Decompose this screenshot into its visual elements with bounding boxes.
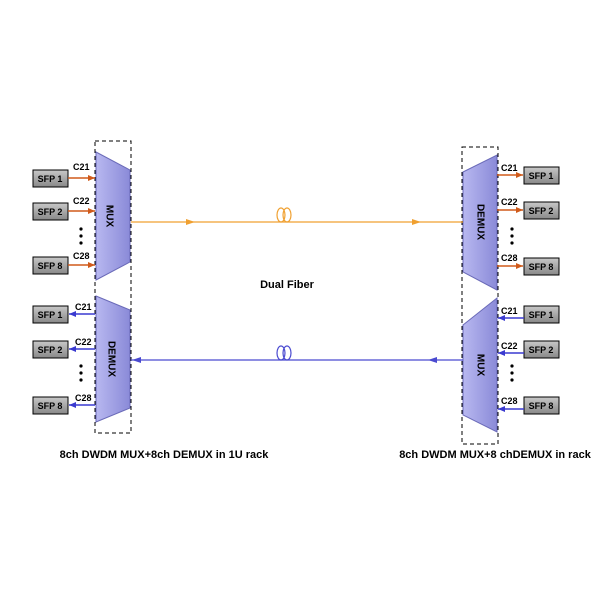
sfp-label: SFP 1 [38, 310, 63, 320]
right-bottom-port-8: SFP 8 C28 [498, 396, 560, 415]
right-top-ellipsis [510, 227, 514, 245]
right-rack-outline [461, 146, 499, 445]
channel-label: C22 [73, 196, 90, 206]
fiber-west [131, 345, 463, 363]
sfp-label: SFP 8 [38, 401, 63, 411]
channel-label: C28 [501, 253, 518, 263]
channel-label: C22 [75, 337, 92, 347]
sfp-label: SFP 1 [529, 171, 554, 181]
left-bottom-port-2: SFP 2 C22 [32, 337, 95, 359]
channel-label: C21 [501, 306, 518, 316]
left-demux-label: DEMUX [105, 341, 116, 377]
sfp-label: SFP 8 [38, 261, 63, 271]
right-mux-unit: MUX [462, 296, 498, 433]
sfp-label: SFP 8 [529, 401, 554, 411]
right-top-port-1: SFP 1 C21 [497, 163, 560, 185]
right-bottom-port-2: SFP 2 C22 [498, 340, 560, 359]
left-mux-unit: MUX [95, 151, 131, 281]
left-top-ellipsis [79, 227, 83, 245]
left-top-port-1: SFP 1 C21 [32, 162, 95, 188]
right-mux-label: MUX [474, 354, 485, 377]
fiber-coil-icon [276, 345, 292, 361]
sfp-label: SFP 8 [529, 262, 554, 272]
fiber-type-label: Dual Fiber [260, 279, 315, 291]
left-rack-caption: 8ch DWDM MUX+8ch DEMUX in 1U rack [60, 449, 270, 461]
right-bottom-port-1: SFP 1 C21 [498, 305, 560, 324]
sfp-label: SFP 2 [529, 345, 554, 355]
left-demux-unit: DEMUX [95, 295, 131, 423]
sfp-label: SFP 2 [38, 345, 63, 355]
sfp-label: SFP 1 [529, 310, 554, 320]
right-rack-caption: 8ch DWDM MUX+8 chDEMUX in rack [399, 449, 592, 461]
fiber-coil-icon [276, 207, 292, 223]
sfp-label: SFP 2 [529, 206, 554, 216]
left-bottom-port-1: SFP 1 C21 [32, 302, 95, 324]
channel-label: C22 [501, 341, 518, 351]
left-rack-outline [94, 140, 132, 434]
sfp-label: SFP 1 [38, 174, 63, 184]
right-demux-unit: DEMUX [462, 154, 498, 291]
left-top-port-8: SFP 8 C28 [32, 251, 95, 275]
left-mux-label: MUX [103, 205, 114, 228]
sfp-label: SFP 2 [38, 207, 63, 217]
left-bottom-port-8: SFP 8 C28 [32, 393, 95, 415]
right-top-port-8: SFP 8 C28 [497, 253, 560, 276]
channel-label: C22 [501, 197, 518, 207]
left-bottom-ellipsis [79, 364, 83, 382]
right-bottom-ellipsis [510, 364, 514, 382]
channel-label: C28 [501, 396, 518, 406]
channel-label: C28 [73, 251, 90, 261]
fiber-east [131, 207, 463, 225]
left-top-port-2: SFP 2 C22 [32, 196, 95, 221]
right-top-port-2: SFP 2 C22 [497, 197, 560, 220]
channel-label: C21 [501, 163, 518, 173]
right-demux-label: DEMUX [474, 204, 485, 240]
channel-label: C21 [75, 302, 92, 312]
channel-label: C28 [75, 393, 92, 403]
channel-label: C21 [73, 162, 90, 172]
